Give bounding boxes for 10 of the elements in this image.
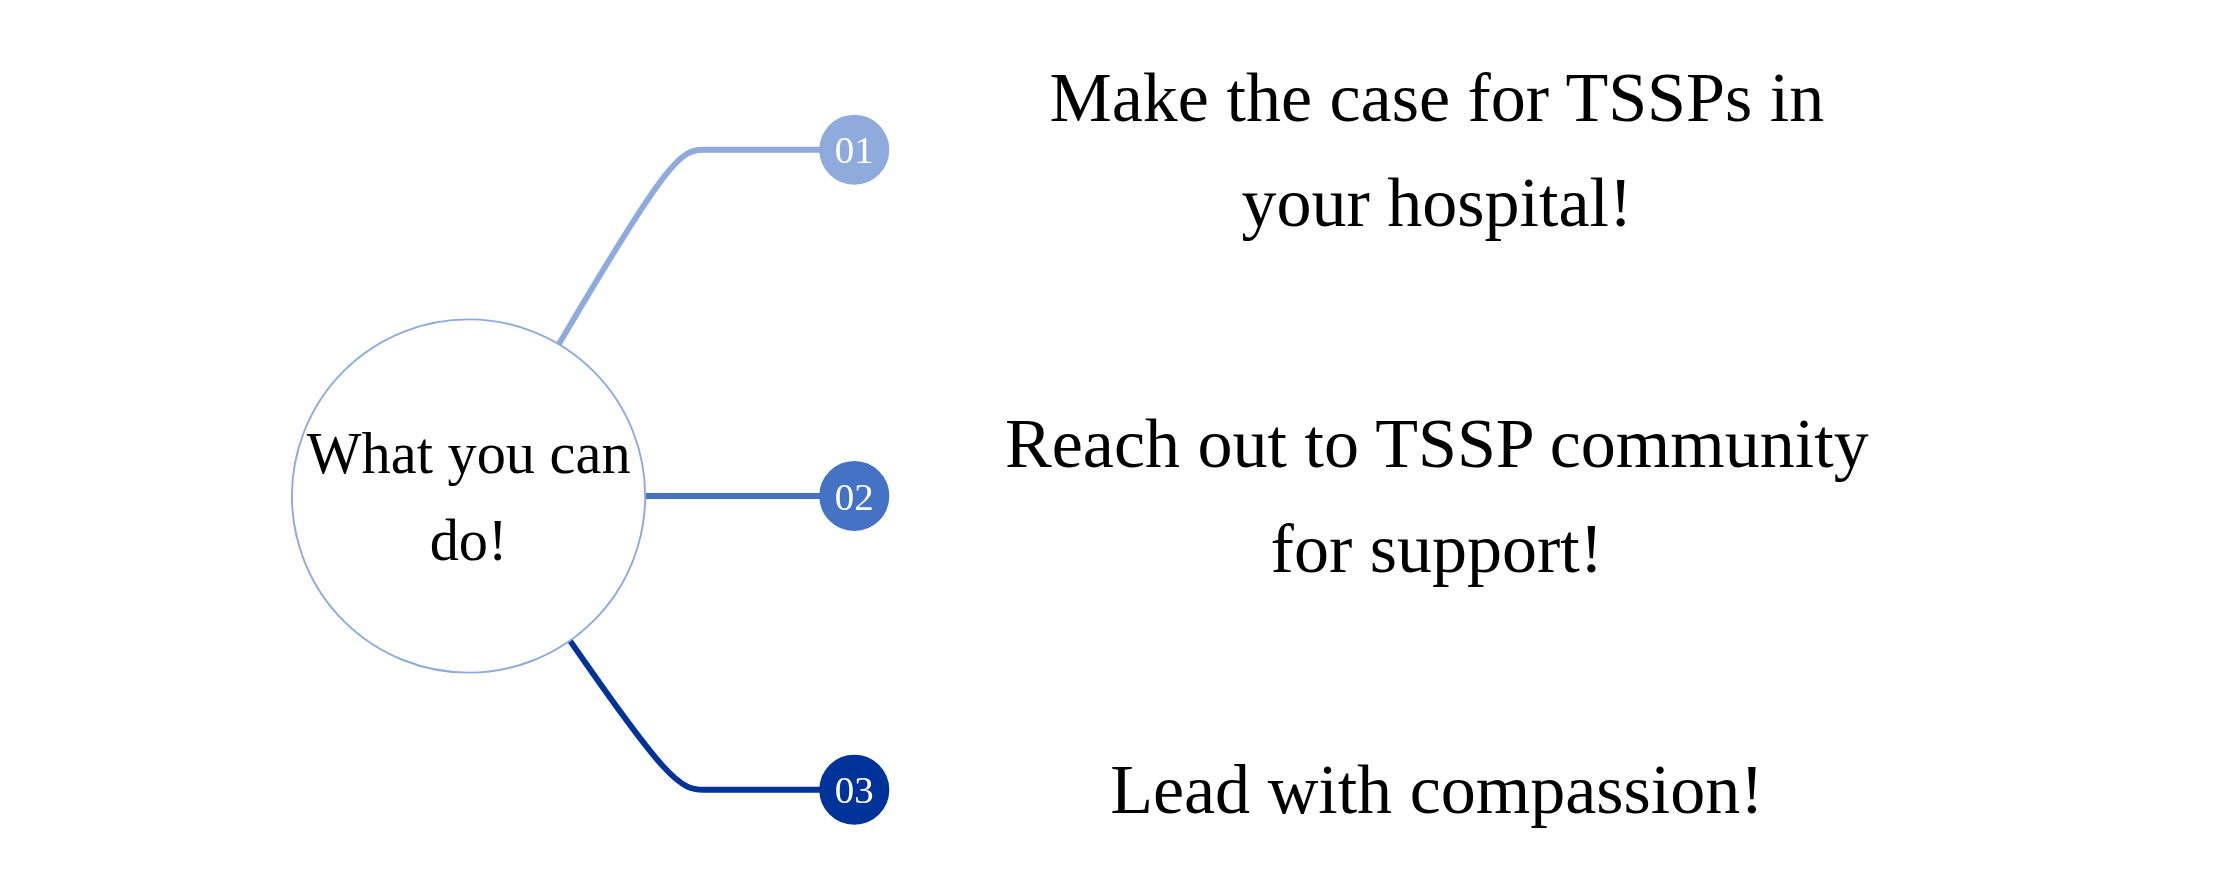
connector [556, 146, 821, 346]
connector [645, 493, 821, 499]
connector [567, 639, 821, 793]
node-circle: 02 [819, 461, 890, 532]
node-circle: What you can do! [290, 318, 647, 674]
node-label: Reach out to TSSP community for support! [1005, 404, 1869, 588]
node-label: Make the case for TSSPs in your hospital! [1049, 58, 1825, 242]
node-circle: 03 [819, 754, 890, 825]
node-label: Lead with compassion! [1110, 750, 1764, 829]
node-circle: 01 [819, 114, 890, 185]
